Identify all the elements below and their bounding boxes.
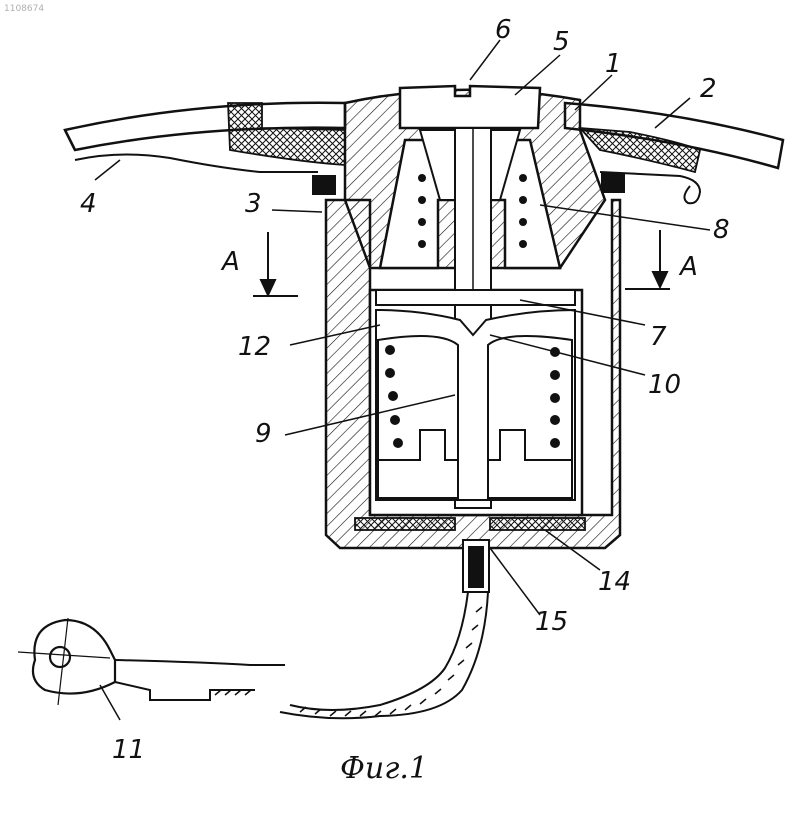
label-5: 5	[553, 27, 570, 57]
section-letter-right: A	[678, 252, 698, 282]
section-marker-left	[253, 232, 298, 296]
cable-sheath-marks	[215, 607, 482, 716]
label-8: 8	[713, 215, 730, 245]
clip-left	[312, 175, 336, 195]
clip-right	[601, 173, 625, 193]
label-9: 9	[255, 419, 272, 449]
terminal	[463, 540, 489, 592]
label-7: 7	[650, 322, 667, 352]
label-15: 15	[535, 607, 568, 637]
label-2: 2	[700, 74, 717, 104]
section-marker-right	[625, 230, 670, 289]
label-12: 12	[238, 332, 271, 362]
section-letter-left: A	[220, 247, 240, 277]
figure-caption: Фиг.1	[340, 751, 428, 786]
label-10: 10	[648, 370, 681, 400]
watermark-text: 1108674	[4, 4, 44, 14]
label-4: 4	[80, 189, 97, 219]
label-1: 1	[605, 49, 622, 79]
ring-lug	[18, 618, 115, 705]
label-14: 14	[598, 567, 631, 597]
label-6: 6	[495, 15, 512, 45]
label-3: 3	[245, 189, 262, 219]
label-11: 11	[112, 735, 145, 765]
cable	[115, 592, 488, 718]
